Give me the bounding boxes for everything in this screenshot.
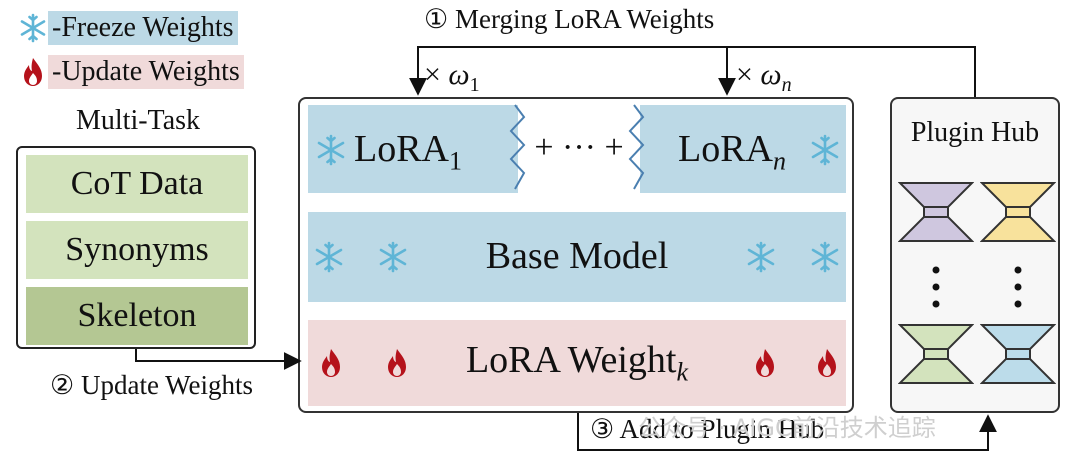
add-caption: ③ Add to Plugin Hub [590, 414, 825, 444]
legend-freeze: -Freeze Weights [18, 11, 238, 45]
add-to-hub-arrow [577, 413, 997, 451]
vertical-ellipsis-icon [1013, 265, 1023, 309]
update-arrow [135, 349, 302, 370]
snowflake-icon [312, 240, 346, 274]
snowflake-icon [314, 133, 348, 167]
flame-icon [810, 346, 844, 380]
task-item-skeleton: Skeleton [26, 287, 248, 345]
snowflake-icon [18, 11, 48, 45]
hourglass-module-icon [979, 323, 1057, 385]
multiplier-omega-n: × ωn [736, 58, 792, 96]
flame-icon [314, 346, 348, 380]
watermark: 公众号 · AIGC前沿技术追踪 [638, 414, 936, 442]
zigzag-right [628, 104, 645, 190]
hourglass-module-icon [979, 181, 1057, 243]
legend-update-label: -Update Weights [48, 55, 244, 89]
snowflake-icon [808, 133, 842, 167]
multiplier-omega-1: × ω1 [424, 58, 480, 96]
task-item-cot-data: CoT Data [26, 155, 248, 213]
lora-ellipsis-label: + ··· + [534, 129, 624, 166]
vertical-ellipsis-icon [931, 265, 941, 309]
snowflake-icon [744, 240, 778, 274]
snowflake-icon [376, 240, 410, 274]
lora-1-label: LoRA1 [354, 128, 462, 176]
lora-gap [518, 105, 640, 193]
snowflake-icon [808, 240, 842, 274]
legend-freeze-label: -Freeze Weights [48, 11, 238, 45]
task-item-synonyms: Synonyms [26, 221, 248, 279]
hourglass-module-icon [897, 323, 975, 385]
multitask-box: CoT Data Synonyms Skeleton [16, 146, 256, 349]
plugin-hub-panel: Plugin Hub [890, 97, 1060, 413]
base-model-band: Base Model [308, 212, 846, 302]
merge-caption: ① Merging LoRA Weights [424, 4, 715, 34]
base-model-label: Base Model [485, 235, 669, 277]
hourglass-module-icon [897, 181, 975, 243]
update-caption: ② Update Weights [50, 370, 254, 400]
lora-weight-label: LoRA Weightk [465, 339, 689, 387]
multitask-title: Multi-Task [75, 105, 201, 136]
flame-icon [380, 346, 414, 380]
model-panel: LoRA1 + ··· + LoRAn Bas [298, 97, 854, 413]
flame-icon [748, 346, 782, 380]
lora-band: LoRA1 + ··· + LoRAn [308, 105, 846, 193]
plugin-hub-title: Plugin Hub [910, 117, 1040, 148]
merge-arrow-to-lora-1 [409, 46, 976, 97]
lora-weight-band: LoRA Weightk [308, 320, 846, 406]
legend-update: -Update Weights [18, 55, 244, 89]
lora-n-label: LoRAn [678, 128, 786, 176]
zigzag-left [509, 104, 526, 190]
flame-icon [18, 55, 48, 89]
